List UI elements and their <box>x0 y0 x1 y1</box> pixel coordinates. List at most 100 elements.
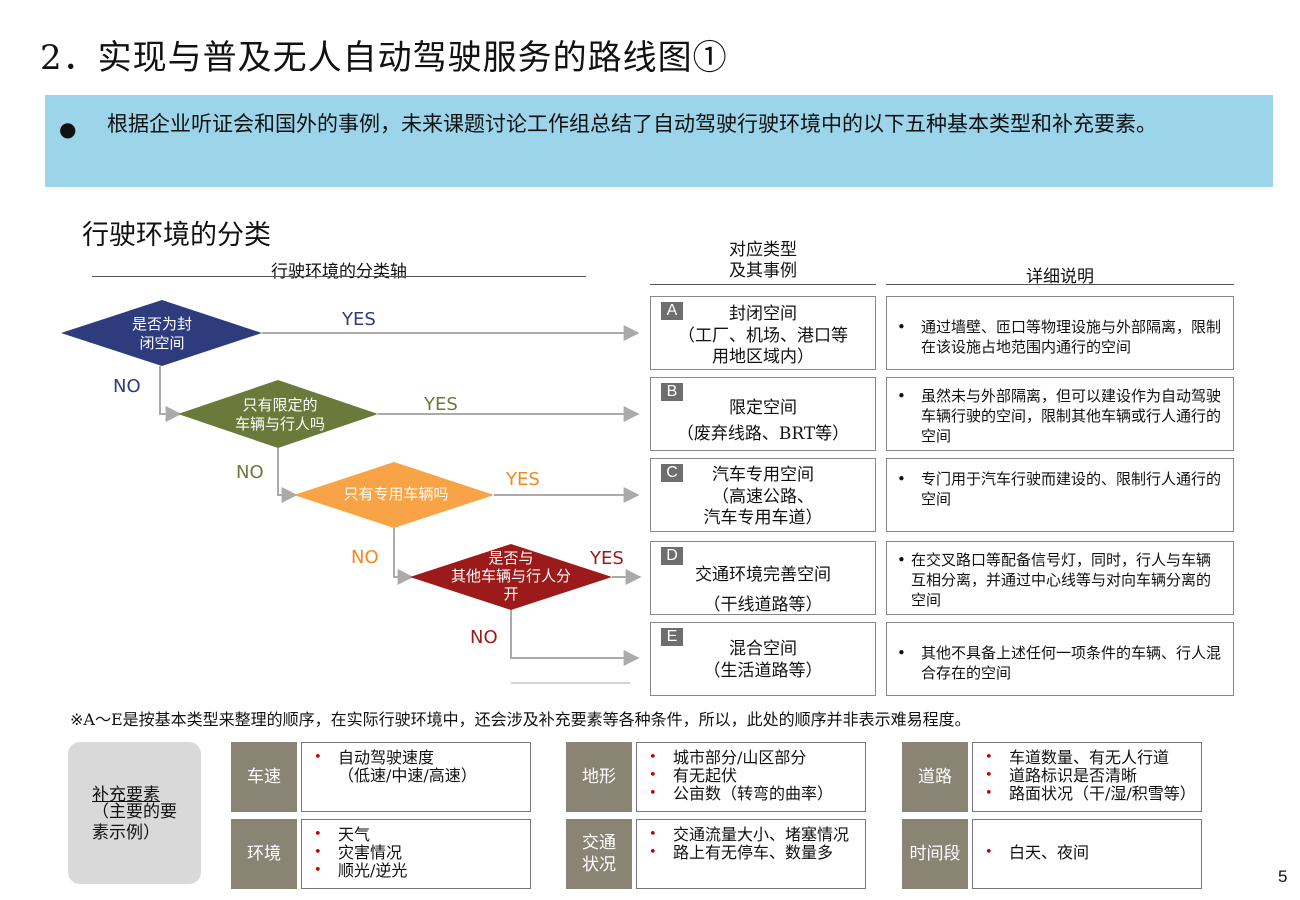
badge-e: E <box>661 628 683 646</box>
detail-c-text: 专门用于汽车行驶而建设的、限制行人通行的空间 <box>921 470 1222 508</box>
supplement-item: • 有无起伏 <box>637 767 865 785</box>
decision-dedicated-label: 只有专用车辆吗 <box>343 485 449 503</box>
decision-limited <box>178 380 378 448</box>
supplement-item: •道路标识是否清晰 <box>973 767 1201 785</box>
detail-e-text: 其他不具备上述任何一项条件的车辆、行人混合存在的空间 <box>921 644 1222 682</box>
supplement-detail-box: •白天、夜间 <box>972 819 1202 889</box>
supplement-category-label: 车速 <box>247 767 281 787</box>
decision-separated-line2: 其他车辆与行人分 <box>450 567 571 585</box>
supplement-item: • 路面状况（干/湿/积雪等） <box>973 785 1201 803</box>
supplement-label-box: 补充要素 （主要的要素示例） <box>68 742 201 884</box>
type-a-example2: 用地区域内） <box>712 347 814 367</box>
detail-c-bullet: • <box>897 470 906 488</box>
supplement-item: （低速/中速/高速） <box>302 767 530 785</box>
section-title: 行驶环境的分类 <box>82 220 271 251</box>
axis-header-line <box>92 276 586 277</box>
type-a-example1: （工厂、机场、港口等 <box>678 326 848 346</box>
yes-label-c: YES <box>506 469 540 490</box>
supplement-detail-box: •天气•灾害情况•顺光/逆光 <box>301 819 531 889</box>
detail-header-line <box>886 284 1234 285</box>
decision-separated-line1: 是否与 <box>488 549 534 567</box>
supplement-category: 环境 <box>231 819 297 889</box>
banner-bullet: ● <box>59 117 77 141</box>
supplement-item: • 路上有无停车、数量多 <box>637 844 865 862</box>
supplement-subtitle: （主要的要素示例） <box>92 802 177 843</box>
badge-c: C <box>661 464 683 482</box>
supplement-bullet: • <box>985 845 993 860</box>
decision-closed-space <box>61 300 262 366</box>
no-label-4: NO <box>470 627 498 648</box>
type-c-example1: （高速公路、 <box>712 487 814 507</box>
type-e-name: 混合空间 <box>729 639 797 659</box>
supplement-category-label: 道路 <box>918 767 952 787</box>
supplement-detail-box: • 交通流量大小、堵塞情况 • 路上有无停车、数量多 <box>636 819 866 889</box>
supplement-category-label: 交通状况 <box>582 833 616 875</box>
supplement-category-label: 环境 <box>247 844 281 864</box>
type-d-example1: （干线道路等） <box>703 595 823 615</box>
detail-box-b: • 虽然未与外部隔离，但可以建设作为自动驾驶车辆行驶的空间，限制其他车辆或行人通… <box>886 377 1234 451</box>
type-header-line2: 及其事例 <box>729 261 797 281</box>
banner-text: 根据企业听证会和国外的事例，未来课题讨论工作组总结了自动驾驶行驶环境中的以下五种… <box>107 112 1157 136</box>
no-label-3: NO <box>351 547 379 568</box>
no-arrow-3 <box>393 528 414 585</box>
type-c-example2: 汽车专用车道） <box>703 508 823 528</box>
detail-d-text: 在交叉路口等配备信号灯，同时，行人与车辆互相分离，并通过中心线等与对向车辆分离的… <box>911 551 1212 609</box>
supplement-item-text: 交通流量大小、堵塞情况 <box>673 825 850 844</box>
supplement-item-text: 车道数量、有无人行道 <box>1009 748 1170 767</box>
supplement-bullet: • <box>649 827 657 842</box>
detail-b-text: 虽然未与外部隔离，但可以建设作为自动驾驶车辆行驶的空间，限制其他车辆或行人通行的… <box>921 387 1222 445</box>
supplement-category: 道路 <box>902 742 968 812</box>
supplement-item-text: （低速/中速/高速） <box>338 766 477 785</box>
supplement-item: •白天、夜间 <box>973 844 1201 862</box>
decision-limited-line2: 车辆与行人吗 <box>234 415 325 433</box>
summary-banner: ● 根据企业听证会和国外的事例，未来课题讨论工作组总结了自动驾驶行驶环境中的以下… <box>45 95 1273 187</box>
detail-a-bullet: • <box>897 318 906 336</box>
supplement-item-text: 路面状况（干/湿/积雪等） <box>1009 784 1196 803</box>
no-arrow-2 <box>277 448 298 503</box>
detail-box-e: • 其他不具备上述任何一项条件的车辆、行人混合存在的空间 <box>886 622 1234 696</box>
supplement-category-label: 时间段 <box>909 844 961 864</box>
badge-d: D <box>661 547 683 565</box>
decision-separated-line3: 开 <box>503 585 519 603</box>
supplement-detail-box: • 自动驾驶速度（低速/中速/高速） <box>301 742 531 812</box>
supplement-category-label: 地形 <box>582 767 616 787</box>
supplement-item-text: 城市部分/山区部分 <box>673 748 807 767</box>
type-box-b: B 限定空间 （废弃线路、BRT等） <box>650 377 876 451</box>
detail-b-bullet: • <box>897 387 906 405</box>
supplement-item-text: 灾害情况 <box>338 843 403 862</box>
supplement-bullet: • <box>985 786 993 801</box>
supplement-bullet: • <box>649 845 657 860</box>
supplement-item: •公亩数（转弯的曲率） <box>637 785 865 803</box>
no-label-1: NO <box>113 376 141 397</box>
detail-box-c: • 专门用于汽车行驶而建设的、限制行人通行的空间 <box>886 458 1234 532</box>
decision-closed-label: 是否为封 闭空间 <box>80 315 244 353</box>
supplement-item-text: 自动驾驶速度 <box>338 748 435 767</box>
detail-header: 详细说明 <box>1026 267 1094 287</box>
supplement-item-text: 道路标识是否清晰 <box>1009 766 1138 785</box>
detail-box-d: • 在交叉路口等配备信号灯，同时，行人与车辆互相分离，并通过中心线等与对向车辆分… <box>886 541 1234 615</box>
detail-box-a: • 通过墙壁、匝口等物理设施与外部隔离，限制在该设施占地范围内通行的空间 <box>886 296 1234 370</box>
supplement-bullet: • <box>649 750 657 765</box>
supplement-detail-box: •车道数量、有无人行道•道路标识是否清晰• 路面状况（干/湿/积雪等） <box>972 742 1202 812</box>
supplement-item-text: 公亩数（转弯的曲率） <box>673 784 834 803</box>
decision-closed-line1: 是否为封 <box>131 315 192 333</box>
supplement-category: 地形 <box>566 742 632 812</box>
supplement-bullet: • <box>649 768 657 783</box>
supplement-category: 车速 <box>231 742 297 812</box>
decision-closed-line2: 闭空间 <box>139 334 185 352</box>
detail-e-bullet: • <box>897 644 906 662</box>
supplement-bullet: • <box>314 863 322 878</box>
supplement-title: 补充要素 <box>92 785 160 805</box>
badge-a: A <box>661 302 683 320</box>
supplement-item: •车道数量、有无人行道 <box>973 749 1201 767</box>
type-header-line <box>650 284 876 285</box>
type-d-name: 交通环境完善空间 <box>695 565 831 585</box>
yes-label-d: YES <box>590 548 624 569</box>
no-arrow-1 <box>159 366 182 422</box>
supplement-item-text: 路上有无停车、数量多 <box>673 843 834 862</box>
supplement-bullet: • <box>314 750 322 765</box>
supplement-item-text: 有无起伏 <box>673 766 738 785</box>
type-box-c: C 汽车专用空间 （高速公路、 汽车专用车道） <box>650 458 876 532</box>
type-box-d: D 交通环境完善空间 （干线道路等） <box>650 541 876 615</box>
